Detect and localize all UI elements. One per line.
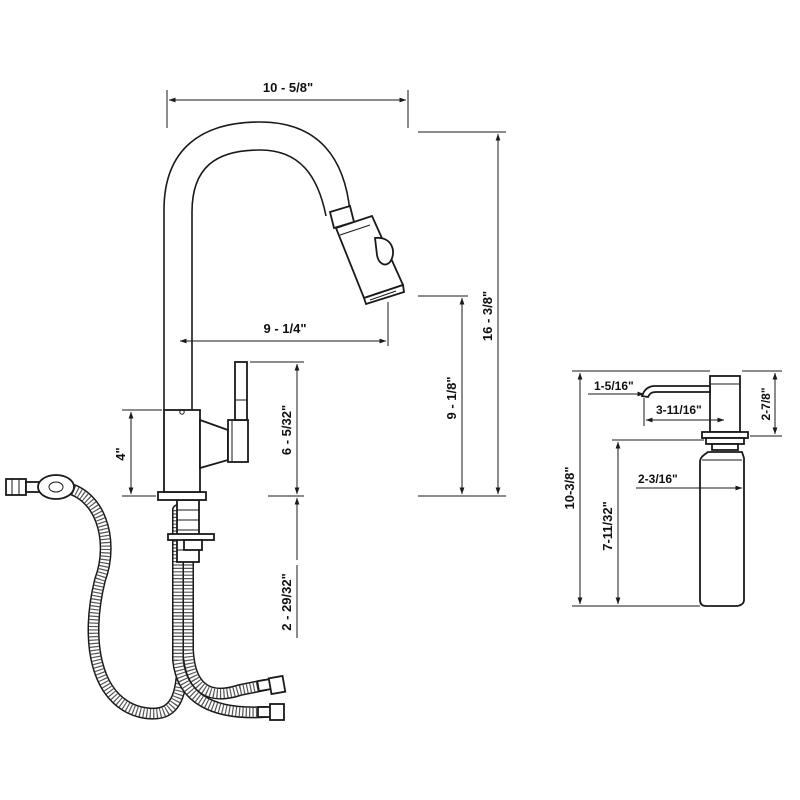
dim-shank-length: 2 - 29/32" [279, 497, 300, 638]
faucet-body [163, 361, 249, 493]
dim-overall-width-label: 10 - 5/8" [263, 80, 313, 95]
dim-overall-height: 16 - 3/8" [418, 131, 506, 497]
dim-head-height: 2-7/8" [742, 370, 782, 437]
dim-spout-reach: 9 - 1/4" [179, 302, 389, 346]
faucet-drawing: 10 - 5/8" 16 - 3/8" 9 - 1/8" 9 - 1/4" 6 … [5, 80, 506, 721]
mounting-shank [167, 499, 215, 563]
dim-nozzle-to-center: 3-11/16" [643, 398, 725, 426]
supply-hose-right [182, 504, 271, 700]
dim-handle-height: 6 - 5/32" [250, 361, 304, 497]
dim-nozzle-length-label: 1-5/16" [594, 379, 634, 393]
dim-base-height-label: 4" [113, 447, 128, 460]
dim-bottle-length-label: 7-11/32" [600, 501, 615, 551]
dim-nozzle-length: 1-5/16" [588, 379, 645, 397]
hose-fitting-right-upper [256, 674, 287, 696]
soap-dispenser-drawing: 10-3/8" 7-11/32" 2-3/16" 1-5/16" 3-11/16… [562, 370, 782, 607]
deck-base [157, 491, 207, 501]
pump-flange [701, 431, 749, 451]
supply-hose-center [172, 504, 271, 719]
supply-hose-left [54, 481, 189, 720]
dim-overall-height-label: 16 - 3/8" [480, 291, 495, 341]
dim-head-height-label: 2-7/8" [759, 387, 773, 420]
dim-dispenser-overall-height-label: 10-3/8" [562, 466, 577, 509]
spray-head [334, 214, 405, 306]
soap-bottle [699, 451, 745, 607]
dim-spout-height: 9 - 1/8" [418, 295, 468, 495]
dim-nozzle-to-center-label: 3-11/16" [656, 403, 702, 417]
hose-fitting-right-lower [257, 703, 285, 721]
dim-shank-length-label: 2 - 29/32" [279, 573, 294, 630]
pump-head [640, 375, 741, 433]
dim-bottle-diameter: 2-3/16" [636, 472, 743, 491]
hose-fitting-left [5, 474, 75, 500]
dim-spout-reach-label: 9 - 1/4" [263, 321, 306, 336]
gooseneck-spout [163, 121, 356, 410]
dim-spout-height-label: 9 - 1/8" [444, 376, 459, 419]
dim-bottle-length: 7-11/32" [600, 439, 704, 605]
dim-dispenser-overall-height: 10-3/8" [562, 370, 710, 607]
dim-bottle-diameter-label: 2-3/16" [638, 472, 678, 486]
dim-base-height: 4" [113, 409, 162, 497]
dim-overall-width: 10 - 5/8" [166, 80, 409, 128]
dim-handle-height-label: 6 - 5/32" [279, 405, 294, 455]
